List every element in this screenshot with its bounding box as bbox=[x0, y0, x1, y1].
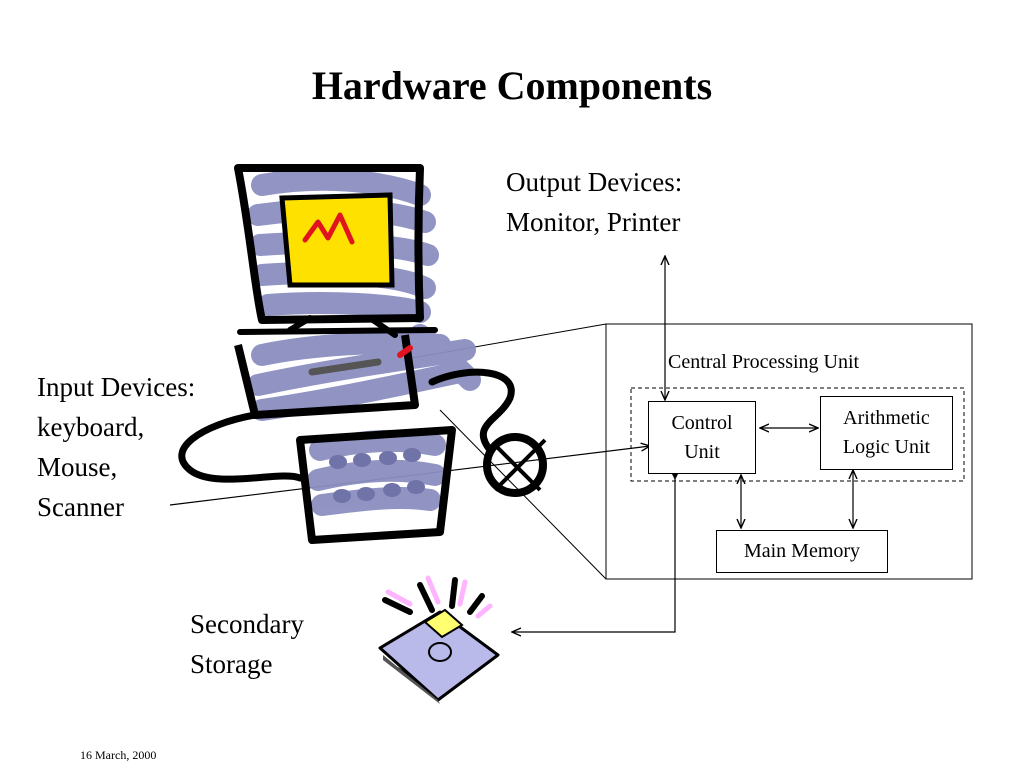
main-memory-box: Main Memory bbox=[716, 530, 888, 573]
cpu-title: Central Processing Unit bbox=[668, 351, 860, 373]
storage-arrow bbox=[512, 470, 676, 632]
control-unit-line-2: Unit bbox=[684, 440, 720, 463]
input-label-line-4: Scanner bbox=[37, 492, 124, 522]
cpu-dashed-region bbox=[630, 387, 965, 482]
control-unit-line-1: Control bbox=[671, 411, 733, 434]
main-memory-label: Main Memory bbox=[743, 540, 861, 562]
secondary-storage-label: Secondary Storage bbox=[190, 604, 304, 684]
input-label-line-3: Mouse, bbox=[37, 452, 118, 482]
alu-line-2: Logic Unit bbox=[842, 436, 931, 458]
alu-box: Arithmetic Logic Unit bbox=[820, 396, 953, 470]
floppy-disk-icon bbox=[378, 575, 500, 704]
input-label-line-2: keyboard, bbox=[37, 412, 145, 442]
storage-label-line-2: Storage bbox=[190, 649, 273, 679]
slide-date: 16 March, 2000 bbox=[80, 748, 157, 762]
input-label-line-1: Input Devices: bbox=[37, 372, 196, 402]
storage-label-line-1: Secondary bbox=[190, 609, 304, 639]
computer-clipart-icon bbox=[178, 164, 547, 544]
alu-line-1: Arithmetic bbox=[843, 407, 930, 429]
slide-title: Hardware Components bbox=[311, 63, 713, 108]
output-label-line-2: Monitor, Printer bbox=[506, 207, 681, 237]
input-devices-label: Input Devices: keyboard, Mouse, Scanner bbox=[37, 367, 195, 527]
output-label-line-1: Output Devices: bbox=[506, 167, 683, 197]
output-devices-label: Output Devices: Monitor, Printer bbox=[506, 162, 682, 242]
control-unit-box: Control Unit bbox=[648, 401, 756, 474]
